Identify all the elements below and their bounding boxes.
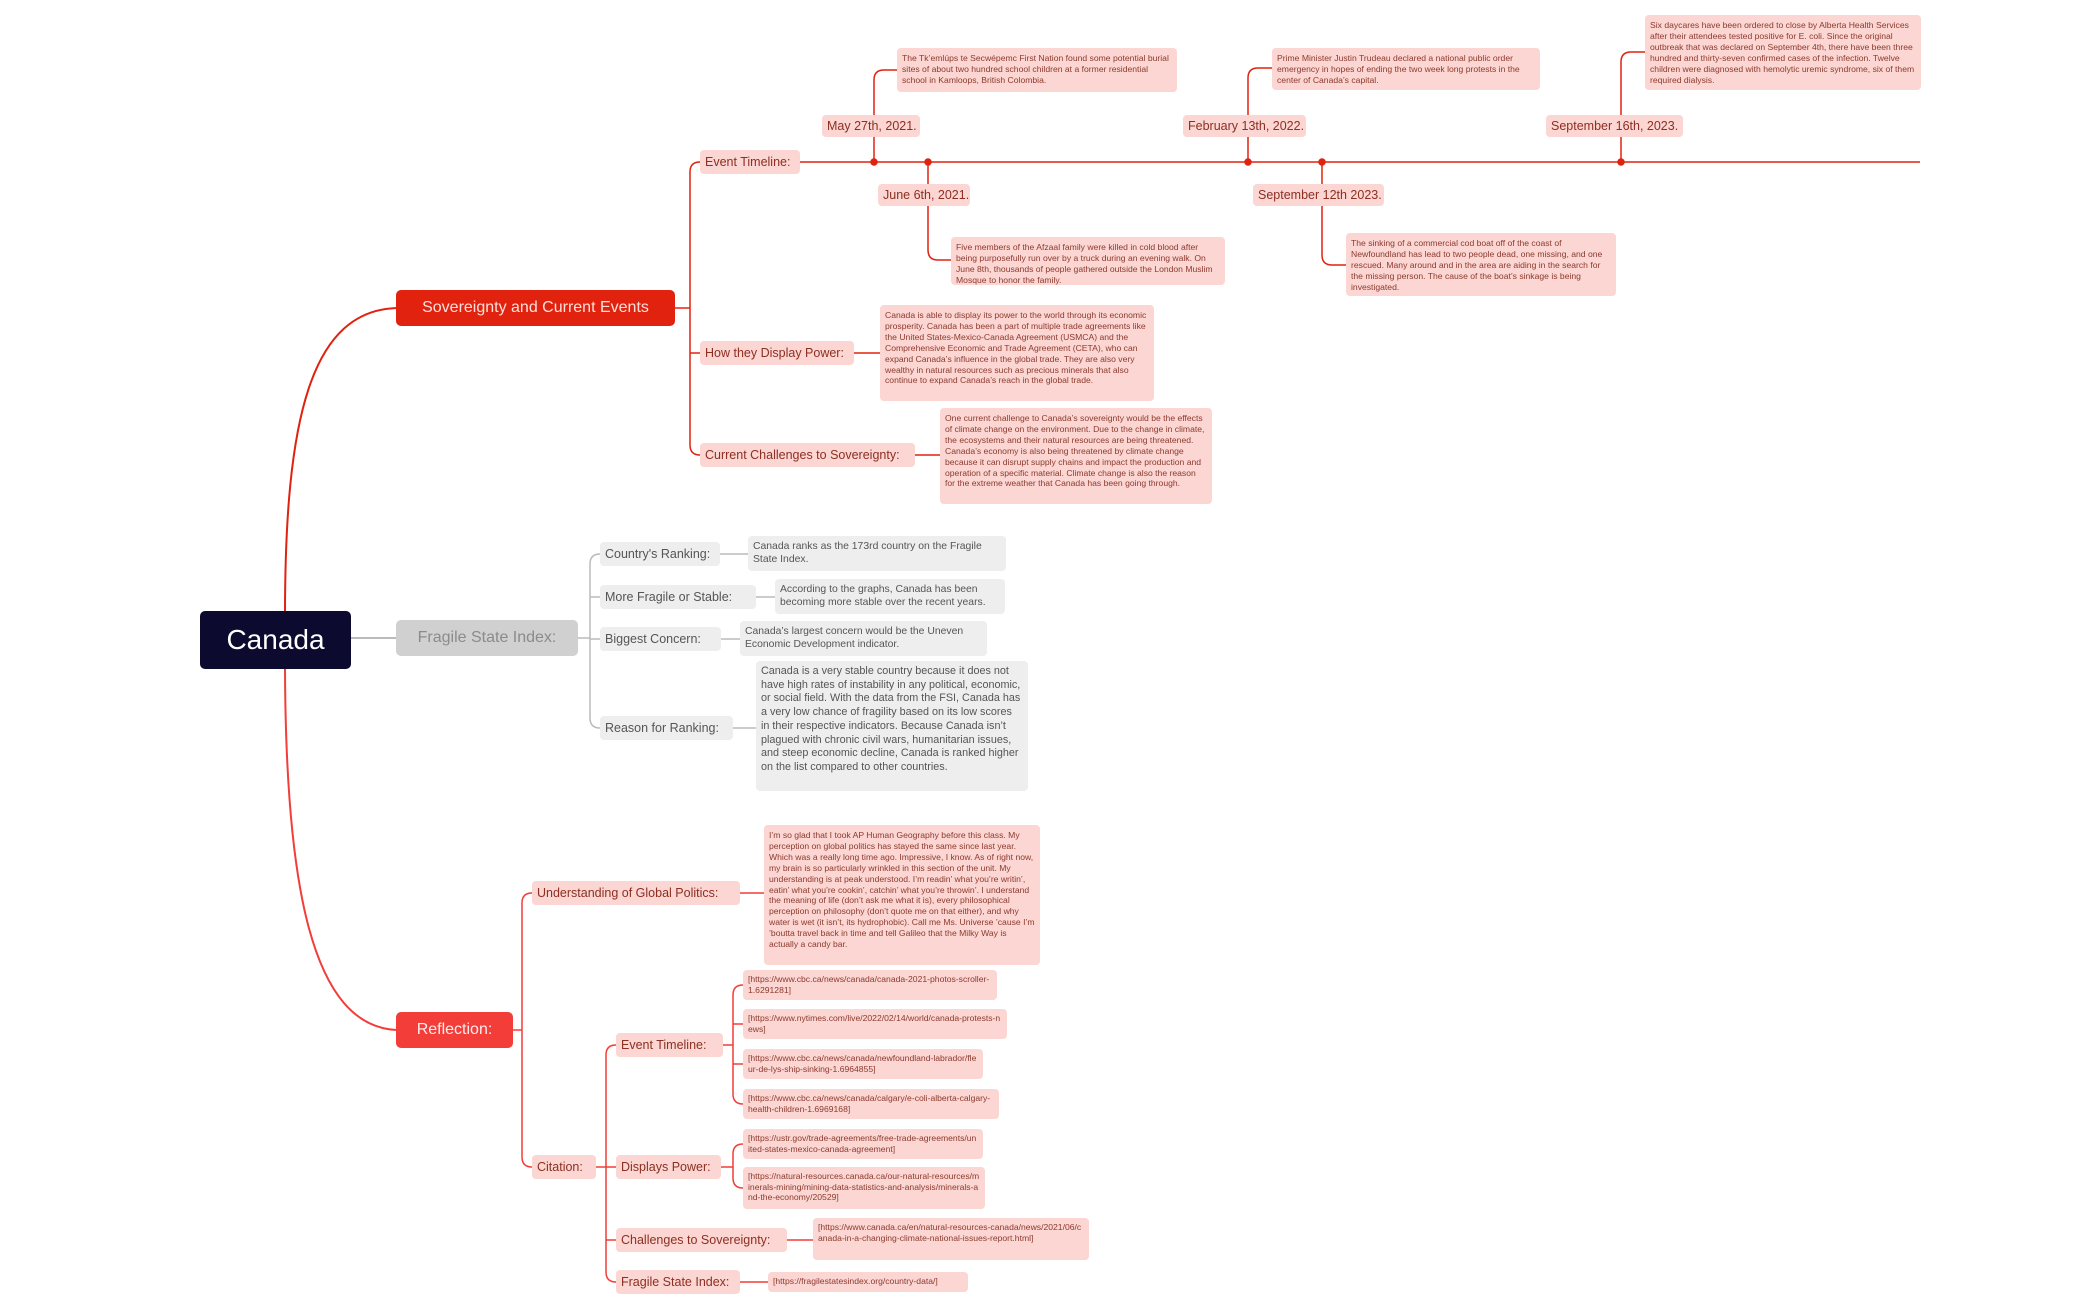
citation-link-text: [https://www.cbc.ca/news/canada/newfound…: [748, 1053, 977, 1074]
fsi-concern-description[interactable]: Canada’s largest concern would be the Un…: [740, 621, 987, 656]
topic-current-challenges[interactable]: Current Challenges to Sovereignty:: [700, 443, 915, 467]
timeline-date-node[interactable]: May 27th, 2021.: [822, 115, 920, 137]
citation-link-text: [https://www.cbc.ca/news/canada/calgary/…: [748, 1093, 991, 1114]
timeline-date-label: September 16th, 2023.: [1551, 119, 1679, 133]
timeline-date-node[interactable]: September 16th, 2023.: [1546, 115, 1683, 137]
branch-reflection-label: Reflection:: [416, 1021, 493, 1038]
timeline-event-text: The sinking of a commercial cod boat off…: [1351, 238, 1603, 292]
timeline-date-label: September 12th 2023.: [1258, 188, 1382, 202]
fsi-topic-label: Reason for Ranking:: [605, 721, 719, 735]
citation-link[interactable]: [https://www.cbc.ca/news/canada/canada-2…: [743, 970, 997, 1000]
topic-citation[interactable]: Citation:: [532, 1155, 596, 1179]
timeline-event-description[interactable]: The sinking of a commercial cod boat off…: [1346, 233, 1616, 296]
citation-group-label: Fragile State Index:: [621, 1275, 730, 1289]
fsi-description-text: Canada’s largest concern would be the Un…: [745, 626, 964, 651]
timeline-event-description[interactable]: Prime Minister Justin Trudeau declared a…: [1272, 48, 1540, 90]
challenges-description[interactable]: One current challenge to Canada’s sovere…: [940, 408, 1212, 504]
display-power-text: Canada is able to display its power to t…: [885, 310, 1147, 386]
branch-reflection[interactable]: Reflection:: [396, 1012, 513, 1048]
fsi-topic-fragile-or-stable[interactable]: More Fragile or Stable:: [600, 585, 756, 609]
fsi-stability-description[interactable]: According to the graphs, Canada has been…: [775, 579, 1005, 614]
citation-link[interactable]: [https://natural-resources.canada.ca/our…: [743, 1167, 985, 1209]
timeline-event-description[interactable]: The Tk’emlúps te Secwépemc First Nation …: [897, 48, 1177, 92]
citation-group-label: Challenges to Sovereignty:: [621, 1233, 771, 1247]
topic-understanding-label: Understanding of Global Politics:: [537, 886, 719, 900]
understanding-text: I’m so glad that I took AP Human Geograp…: [769, 830, 1035, 950]
root-node-canada[interactable]: Canada: [200, 611, 351, 669]
citation-challenges-sovereignty[interactable]: Challenges to Sovereignty:: [616, 1228, 787, 1252]
branch-sovereignty-label: Sovereignty and Current Events: [422, 299, 649, 316]
topic-citation-label: Citation:: [537, 1160, 583, 1174]
fsi-ranking-description[interactable]: Canada ranks as the 173rd country on the…: [748, 536, 1006, 571]
topic-understanding-global-politics[interactable]: Understanding of Global Politics:: [532, 881, 740, 905]
fsi-topic-ranking[interactable]: Country's Ranking:: [600, 542, 720, 566]
fsi-topic-biggest-concern[interactable]: Biggest Concern:: [600, 627, 721, 651]
timeline-event-text: Prime Minister Justin Trudeau declared a…: [1277, 53, 1520, 85]
display-power-description[interactable]: Canada is able to display its power to t…: [880, 305, 1154, 401]
citation-link-text: [https://www.nytimes.com/live/2022/02/14…: [748, 1013, 1001, 1034]
challenges-text: One current challenge to Canada’s sovere…: [945, 413, 1205, 489]
connector-root-reflection: [284, 659, 401, 1031]
branch-fsi-label: Fragile State Index:: [417, 629, 557, 646]
understanding-description[interactable]: I’m so glad that I took AP Human Geograp…: [764, 825, 1040, 965]
topic-current-challenges-label: Current Challenges to Sovereignty:: [705, 448, 900, 462]
timeline-date-label: February 13th, 2022.: [1188, 119, 1305, 133]
timeline-date-node[interactable]: February 13th, 2022.: [1183, 115, 1306, 137]
timeline-date-node[interactable]: June 6th, 2021.: [878, 184, 970, 206]
topic-display-power-label: How they Display Power:: [705, 346, 844, 360]
citation-event-timeline[interactable]: Event Timeline:: [616, 1033, 723, 1057]
fsi-topic-reason[interactable]: Reason for Ranking:: [600, 716, 733, 740]
topic-event-timeline[interactable]: Event Timeline:: [700, 150, 800, 174]
branch-sovereignty[interactable]: Sovereignty and Current Events: [396, 290, 675, 326]
citation-link-text: [https://www.cbc.ca/news/canada/canada-2…: [748, 974, 990, 995]
timeline-event-text: Six daycares have been ordered to close …: [1650, 20, 1915, 85]
citation-link-text: [https://www.canada.ca/en/natural-resour…: [818, 1222, 1082, 1243]
topic-event-timeline-label: Event Timeline:: [705, 155, 791, 169]
fsi-description-text: Canada is a very stable country because …: [761, 665, 1021, 773]
citation-group-label: Event Timeline:: [621, 1038, 707, 1052]
timeline-event-text: The Tk’emlúps te Secwépemc First Nation …: [902, 53, 1169, 85]
citation-group-label: Displays Power:: [621, 1160, 711, 1174]
timeline-date-label: June 6th, 2021.: [883, 188, 970, 202]
fsi-topic-label: Biggest Concern:: [605, 632, 701, 646]
citation-displays-power[interactable]: Displays Power:: [616, 1155, 721, 1179]
citation-link[interactable]: [https://www.nytimes.com/live/2022/02/14…: [743, 1009, 1007, 1039]
citation-link[interactable]: [https://fragilestatesindex.org/country-…: [768, 1272, 968, 1292]
citation-link-text: [https://natural-resources.canada.ca/our…: [748, 1171, 980, 1203]
branch-fragile-state-index[interactable]: Fragile State Index:: [396, 620, 578, 656]
connector-root-sovereignty: [284, 307, 401, 616]
fsi-reason-description[interactable]: Canada is a very stable country because …: [756, 661, 1028, 791]
citation-link[interactable]: [https://www.cbc.ca/news/canada/newfound…: [743, 1049, 983, 1079]
fsi-description-text: Canada ranks as the 173rd country on the…: [753, 541, 982, 566]
fsi-topic-label: More Fragile or Stable:: [605, 590, 733, 604]
timeline-date-label: May 27th, 2021.: [827, 119, 917, 133]
citation-link[interactable]: [https://www.cbc.ca/news/canada/calgary/…: [743, 1089, 999, 1119]
citation-fragile-state-index[interactable]: Fragile State Index:: [616, 1270, 740, 1294]
citation-link-text: [https://ustr.gov/trade-agreements/free-…: [748, 1133, 977, 1154]
citation-link[interactable]: [https://www.canada.ca/en/natural-resour…: [813, 1218, 1089, 1260]
topic-display-power[interactable]: How they Display Power:: [700, 341, 854, 365]
timeline-event-description[interactable]: Six daycares have been ordered to close …: [1645, 15, 1921, 90]
timeline-event-description[interactable]: Five members of the Afzaal family were k…: [951, 237, 1225, 285]
timeline-date-node[interactable]: September 12th 2023.: [1253, 184, 1384, 206]
fsi-topic-label: Country's Ranking:: [605, 547, 711, 561]
citation-link[interactable]: [https://ustr.gov/trade-agreements/free-…: [743, 1129, 983, 1159]
citation-link-text: [https://fragilestatesindex.org/country-…: [773, 1276, 938, 1286]
fsi-description-text: According to the graphs, Canada has been…: [780, 584, 986, 609]
root-label: Canada: [226, 624, 325, 655]
timeline-event-text: Five members of the Afzaal family were k…: [956, 242, 1213, 285]
